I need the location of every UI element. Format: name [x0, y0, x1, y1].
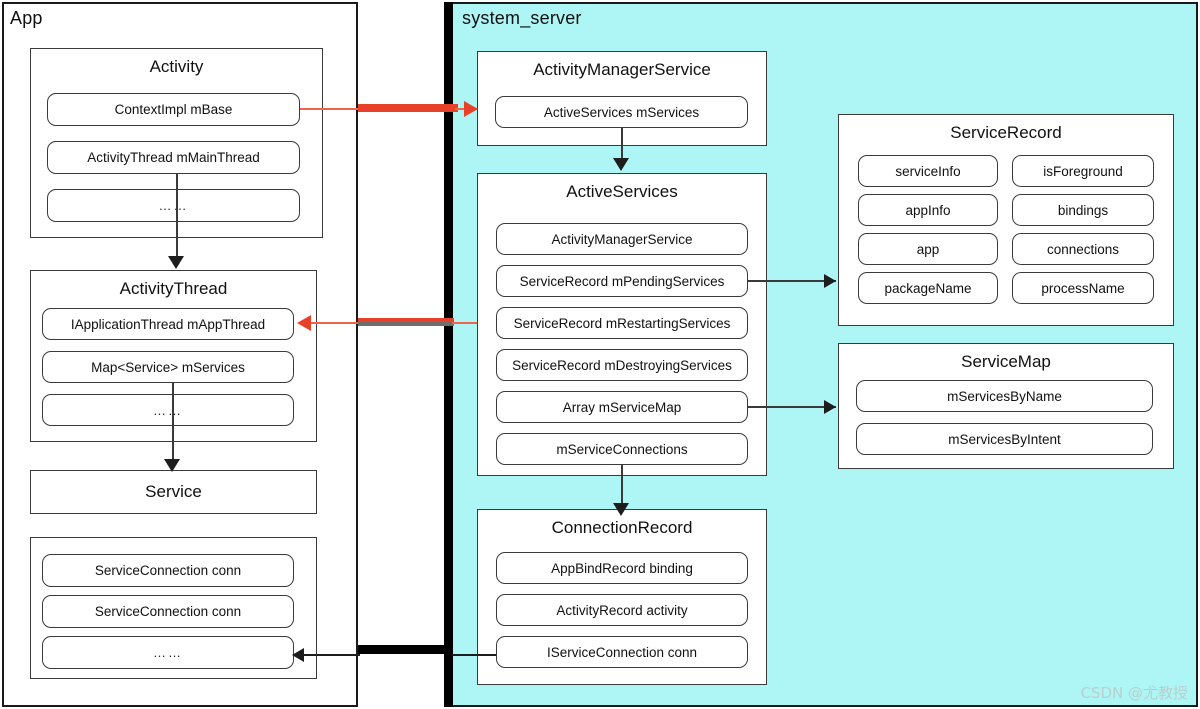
arrowhead-mservicemap-to-servicemap: [824, 400, 836, 414]
service-box: Service: [30, 470, 317, 514]
field-serviceconnection-ellipsis[interactable]: ……: [42, 636, 294, 669]
system-server-panel-title: system_server: [462, 8, 582, 28]
red-arrowhead-to-activitymanagerservice: [464, 101, 478, 117]
field-serviceconnection-conn-1[interactable]: ServiceConnection conn: [42, 554, 294, 587]
connector-ams-to-activeservices: [621, 128, 623, 164]
field-isforeground[interactable]: isForeground: [1012, 155, 1154, 187]
field-appinfo[interactable]: appInfo: [858, 194, 998, 226]
activeservices-group-title: ActiveServices: [566, 182, 678, 201]
csdn-watermark: CSDN @尤教授: [1080, 684, 1188, 702]
arrowhead-activity-to-activitythread: [168, 256, 184, 269]
field-activitythread-ellipsis[interactable]: ……: [42, 394, 294, 426]
field-servicerecord-mpendingservices[interactable]: ServiceRecord mPendingServices: [496, 265, 748, 297]
field-activityrecord-activity[interactable]: ActivityRecord activity: [496, 594, 748, 626]
black-connector-thin-right: [452, 654, 496, 656]
field-map-mservices[interactable]: Map<Service> mServices: [42, 351, 294, 383]
system-server-left-edge-bar: [444, 2, 453, 707]
red-connector-1-thick: [358, 104, 458, 112]
field-mservicesbyname[interactable]: mServicesByName: [856, 380, 1153, 412]
field-bindings[interactable]: bindings: [1012, 194, 1154, 226]
connector-activeservices-to-connectionrecord: [621, 465, 623, 511]
arrowhead-ams-to-activeservices: [613, 158, 629, 171]
arrowhead-activitythread-to-service: [164, 459, 180, 472]
field-serviceconnection-conn-2[interactable]: ServiceConnection conn: [42, 595, 294, 628]
field-mserviceconnections[interactable]: mServiceConnections: [496, 433, 748, 465]
field-appbindrecord-binding[interactable]: AppBindRecord binding: [496, 552, 748, 584]
field-iserviceconnection-conn[interactable]: IServiceConnection conn: [496, 636, 748, 668]
connectionrecord-group-title: ConnectionRecord: [551, 518, 693, 537]
field-activity-ellipsis[interactable]: ……: [47, 189, 300, 222]
field-servicerecord-mrestartingservices[interactable]: ServiceRecord mRestartingServices: [496, 307, 748, 339]
servicemap-group-title: ServiceMap: [961, 352, 1051, 371]
arrowhead-activeservices-to-connectionrecord: [613, 503, 629, 516]
activitymanagerservice-group-title: ActivityManagerService: [533, 60, 711, 79]
black-connector-thick: [358, 645, 453, 654]
black-connector-thin: [303, 654, 360, 656]
app-panel-title: App: [10, 8, 43, 28]
field-connections[interactable]: connections: [1012, 233, 1154, 265]
red-arrowhead-to-iapplicationthread: [297, 315, 311, 331]
field-activeservices-mservices[interactable]: ActiveServices mServices: [495, 96, 748, 128]
field-activitythread-mmainthread[interactable]: ActivityThread mMainThread: [47, 141, 300, 174]
servicerecord-group-title: ServiceRecord: [950, 123, 1062, 142]
field-app[interactable]: app: [858, 233, 998, 265]
red-connector-1-thin-left: [300, 108, 360, 110]
field-array-mservicemap[interactable]: Array mServiceMap: [496, 391, 748, 423]
connector-pendingservices-to-servicerecord: [748, 280, 836, 282]
connector-mservicemap-to-servicemap: [748, 406, 836, 408]
red-connector-2-thick: [358, 318, 454, 326]
field-servicerecord-mdestroyingservices[interactable]: ServiceRecord mDestroyingServices: [496, 349, 748, 381]
red-connector-2-thin-left: [310, 322, 360, 324]
red-connector-2-thin-right: [452, 322, 477, 324]
field-serviceinfo[interactable]: serviceInfo: [858, 155, 998, 187]
field-as-activitymanagerservice[interactable]: ActivityManagerService: [496, 223, 748, 255]
field-mservicesbyintent[interactable]: mServicesByIntent: [856, 423, 1153, 455]
field-contextimpl-mbase[interactable]: ContextImpl mBase: [47, 93, 300, 126]
field-iapplicationthread-mappthread[interactable]: IApplicationThread mAppThread: [42, 308, 294, 340]
connector-activitythread-to-service: [172, 383, 174, 465]
arrowhead-pendingservices-to-servicerecord: [824, 274, 836, 288]
activity-group-title: Activity: [149, 57, 204, 76]
activitythread-group-title: ActivityThread: [119, 279, 228, 298]
black-arrowhead-to-serviceconnection: [292, 648, 304, 662]
field-packagename[interactable]: packageName: [858, 272, 998, 304]
connector-activity-to-activitythread: [176, 174, 178, 262]
field-processname[interactable]: processName: [1012, 272, 1154, 304]
